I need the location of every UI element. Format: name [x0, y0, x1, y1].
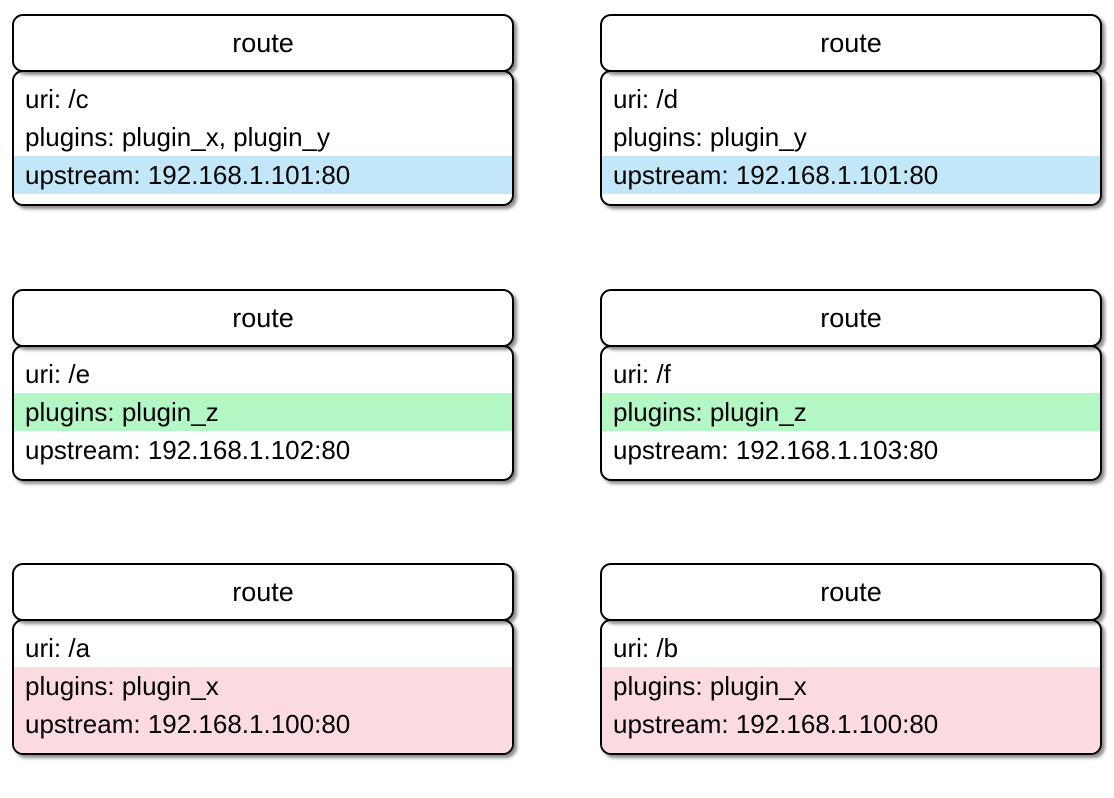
route-attribute-plugins: plugins: plugin_x, plugin_y [25, 122, 330, 152]
route-card-header: route [12, 289, 514, 347]
route-attribute-highlight-group: plugins: plugin_x upstream: 192.168.1.100… [14, 667, 512, 753]
route-attribute-plugins: plugins: plugin_z [14, 393, 512, 431]
route-attribute-plugins: plugins: plugin_x [25, 671, 219, 701]
route-card-title: route [820, 27, 882, 58]
route-attribute-upstream: upstream: 192.168.1.100:80 [25, 709, 351, 739]
route-attribute-upstream: upstream: 192.168.1.101:80 [602, 156, 1100, 194]
route-card-body: uri: /b plugins: plugin_x upstream: 192.16… [600, 619, 1102, 755]
route-attribute-plugins: plugins: plugin_x [613, 671, 807, 701]
route-attribute-upstream: upstream: 192.168.1.103:80 [613, 435, 939, 465]
route-card-title: route [820, 576, 882, 607]
route-card[interactable]: route uri: /a plugins: plugin_x upstream: 1… [12, 563, 514, 755]
route-card-title: route [232, 27, 294, 58]
route-attribute-uri: uri: /e [25, 359, 91, 389]
route-card-header: route [600, 289, 1102, 347]
route-card[interactable]: route uri: /f plugins: plugin_z upstream: 1… [600, 289, 1102, 481]
route-card-title: route [232, 576, 294, 607]
route-attribute-uri: uri: /c [25, 84, 89, 114]
route-attribute-upstream: upstream: 192.168.1.102:80 [25, 435, 351, 465]
route-attribute-uri: uri: /f [613, 359, 671, 389]
route-card-header: route [600, 14, 1102, 72]
route-attribute-uri: uri: /b [613, 633, 679, 663]
route-card-header: route [12, 14, 514, 72]
route-attribute-upstream: upstream: 192.168.1.101:80 [14, 156, 512, 194]
route-attribute-upstream: upstream: 192.168.1.100:80 [613, 709, 939, 739]
route-attribute-plugins: plugins: plugin_y [613, 122, 807, 152]
route-attribute-uri: uri: /a [25, 633, 91, 663]
route-card[interactable]: route uri: /d plugins: plugin_y upstream: 1… [600, 14, 1102, 206]
route-card-body: uri: /a plugins: plugin_x upstream: 192.16… [12, 619, 514, 755]
route-card-title: route [820, 302, 882, 333]
route-card-header: route [12, 563, 514, 621]
route-card-title: route [232, 302, 294, 333]
route-card-body: uri: /d plugins: plugin_y upstream: 192.16… [600, 70, 1102, 206]
route-attribute-highlight-group: plugins: plugin_x upstream: 192.168.1.100… [602, 667, 1100, 753]
route-card-header: route [600, 563, 1102, 621]
route-card-body: uri: /f plugins: plugin_z upstream: 192.16… [600, 345, 1102, 481]
route-card[interactable]: route uri: /e plugins: plugin_z upstream: 1… [12, 289, 514, 481]
route-attribute-uri: uri: /d [613, 84, 679, 114]
route-card[interactable]: route uri: /b plugins: plugin_x upstream: 1… [600, 563, 1102, 755]
route-card-body: uri: /e plugins: plugin_z upstream: 192.16… [12, 345, 514, 481]
route-attribute-plugins: plugins: plugin_z [602, 393, 1100, 431]
